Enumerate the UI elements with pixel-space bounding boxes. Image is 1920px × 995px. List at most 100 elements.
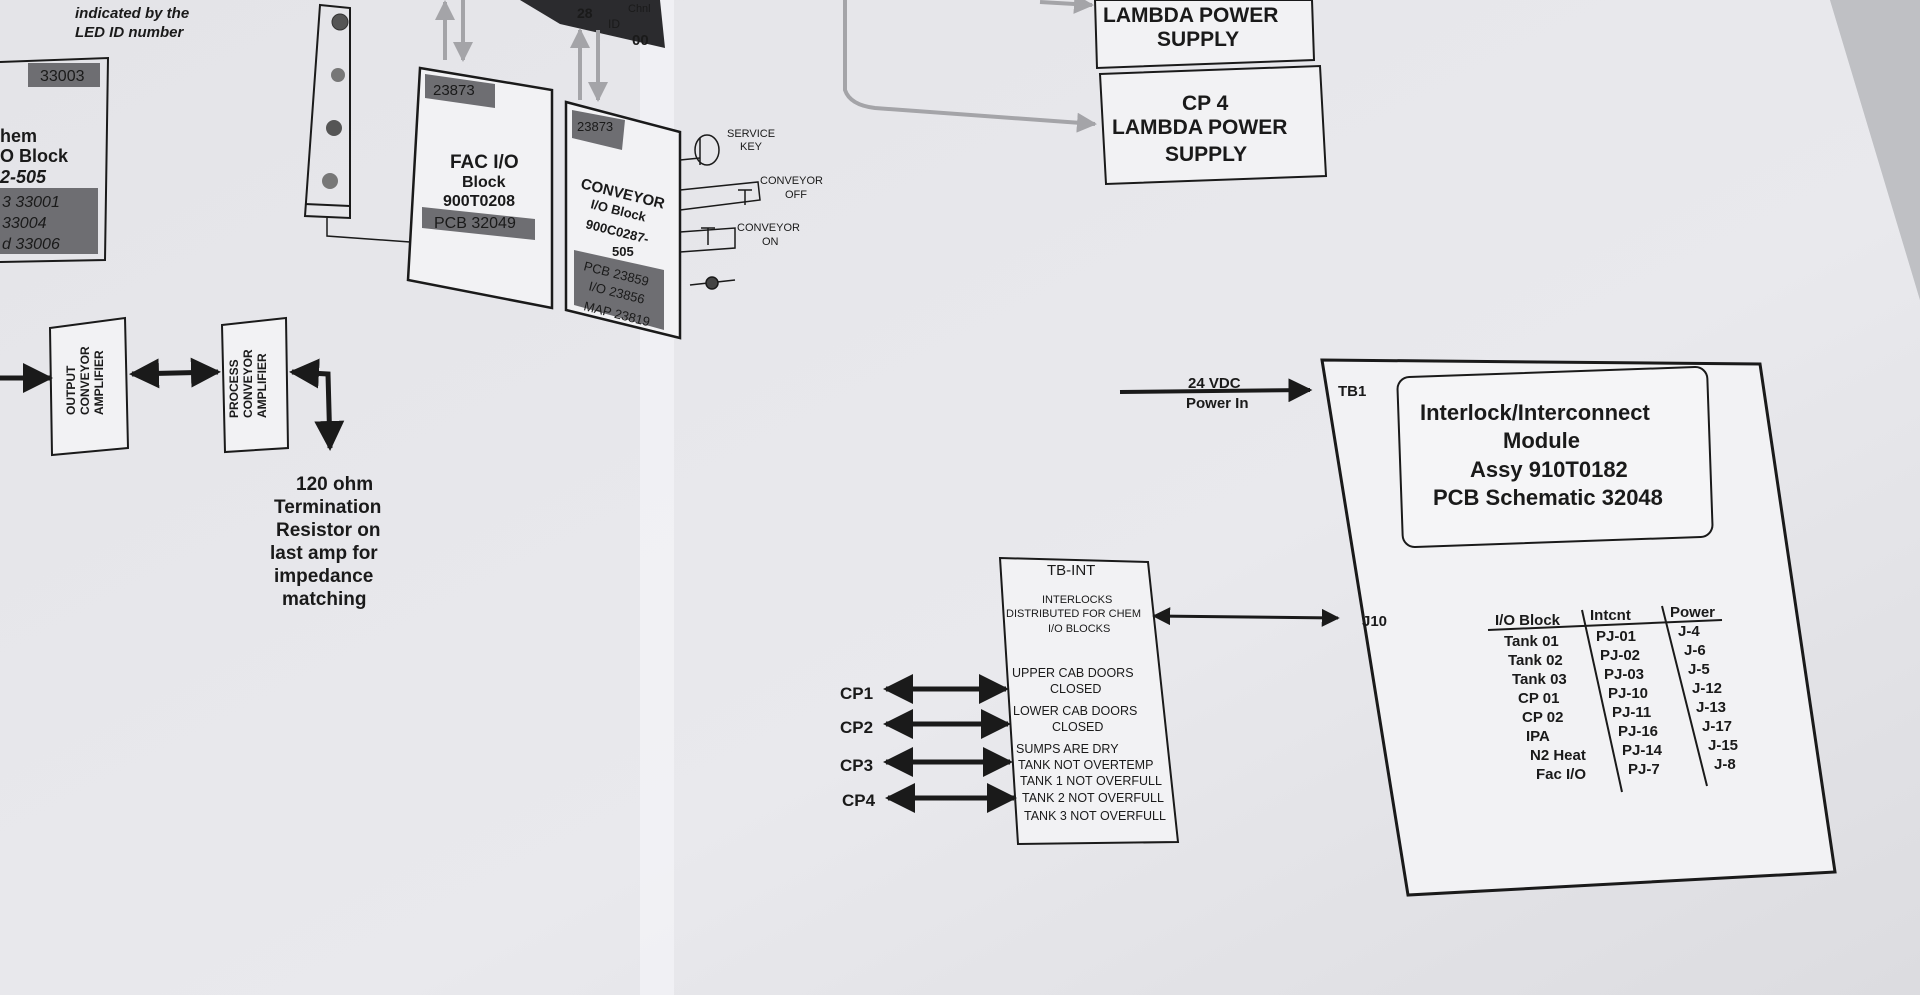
svg-text:Tank 02: Tank 02 — [1508, 652, 1563, 669]
svg-text:900T0208: 900T0208 — [443, 193, 515, 210]
svg-text:PJ-01: PJ-01 — [1596, 628, 1636, 645]
svg-text:Termination: Termination — [274, 497, 381, 518]
svg-text:impedance: impedance — [274, 566, 373, 587]
table-background — [1830, 0, 1920, 300]
svg-text:last amp for: last amp for — [270, 543, 378, 564]
table-header: Intcnt — [1590, 607, 1631, 624]
svg-text:SUMPS ARE DRY: SUMPS ARE DRY — [1016, 742, 1119, 756]
svg-text:CP 01: CP 01 — [1518, 690, 1559, 707]
fac-io-tag: 23873 — [433, 82, 475, 99]
svg-text:hem: hem — [0, 126, 37, 146]
svg-text:PJ-10: PJ-10 — [1608, 685, 1648, 702]
j10-label: J10 — [1362, 613, 1387, 630]
svg-text:Power In: Power In — [1186, 395, 1249, 412]
tb1-label: TB1 — [1338, 383, 1366, 400]
cp-connections: CP1 CP2 CP3 CP4 — [840, 674, 1017, 813]
svg-text:PJ-16: PJ-16 — [1618, 723, 1658, 740]
tb-int-signals: UPPER CAB DOORS CLOSED LOWER CAB DOORS C… — [1012, 666, 1166, 823]
power-in: 24 VDC Power In — [1119, 375, 1313, 412]
svg-text:TANK NOT OVERTEMP: TANK NOT OVERTEMP — [1018, 758, 1153, 772]
table-header: I/O Block — [1495, 612, 1561, 629]
svg-text:Resistor on: Resistor on — [276, 520, 381, 541]
svg-text:LAMBDA POWER: LAMBDA POWER — [1103, 4, 1278, 27]
svg-text:SUPPLY: SUPPLY — [1165, 143, 1247, 166]
svg-text:Module: Module — [1503, 428, 1580, 453]
svg-text:PJ-03: PJ-03 — [1604, 666, 1644, 683]
svg-text:23873: 23873 — [577, 119, 613, 134]
tb-int-header: INTERLOCKS DISTRIBUTED FOR CHEM I/O BLOC… — [1006, 594, 1141, 635]
cp3-label: CP3 — [840, 756, 873, 775]
svg-text:00: 00 — [632, 32, 649, 49]
svg-text:AMPLIFIER: AMPLIFIER — [255, 353, 269, 418]
svg-text:Interlock/Interconnect: Interlock/Interconnect — [1420, 400, 1651, 425]
svg-text:PROCESS: PROCESS — [227, 359, 241, 418]
svg-text:d 33006: d 33006 — [2, 236, 60, 253]
svg-text:matching: matching — [282, 589, 366, 610]
svg-text:SERVICE: SERVICE — [727, 128, 775, 140]
svg-text:TANK 3 NOT OVERFULL: TANK 3 NOT OVERFULL — [1024, 809, 1166, 823]
svg-text:3 33001: 3 33001 — [2, 194, 60, 211]
svg-text:2-505: 2-505 — [0, 167, 47, 187]
switch-labels: SERVICE KEY CONVEYOR OFF CONVEYOR ON — [727, 128, 823, 248]
amplifier-arrows — [0, 357, 345, 451]
tb-int-title: TB-INT — [1047, 562, 1095, 579]
svg-text:I/O BLOCKS: I/O BLOCKS — [1048, 623, 1110, 635]
svg-text:Assy 910T0182: Assy 910T0182 — [1470, 457, 1628, 482]
svg-text:O Block: O Block — [0, 146, 69, 166]
svg-text:PJ-7: PJ-7 — [1628, 761, 1660, 778]
svg-text:120 ohm: 120 ohm — [296, 474, 373, 495]
svg-text:OUTPUT: OUTPUT — [64, 365, 78, 415]
svg-text:indicated by the: indicated by the — [75, 5, 189, 22]
svg-text:AMPLIFIER: AMPLIFIER — [92, 350, 106, 415]
svg-text:PCB Schematic 32048: PCB Schematic 32048 — [1433, 485, 1663, 510]
svg-text:J-15: J-15 — [1708, 737, 1738, 754]
svg-text:CP 4: CP 4 — [1182, 92, 1229, 115]
table-row: CP 01 PJ-10 J-12 — [1518, 680, 1722, 707]
led-indicator-strip — [303, 3, 411, 243]
svg-text:FAC I/O: FAC I/O — [450, 152, 519, 173]
gray-bus-arrows — [435, 0, 1097, 133]
svg-text:ON: ON — [762, 236, 779, 248]
termination-note: 120 ohm Termination Resistor on last amp… — [270, 474, 381, 610]
cp2-label: CP2 — [840, 718, 873, 737]
switch-symbols — [679, 134, 761, 290]
svg-text:CONVEYOR: CONVEYOR — [78, 346, 92, 415]
svg-text:LAMBDA POWER: LAMBDA POWER — [1112, 116, 1287, 139]
svg-text:J-13: J-13 — [1696, 699, 1726, 716]
svg-text:CONVEYOR: CONVEYOR — [760, 175, 823, 187]
table-row: N2 Heat PJ-14 J-15 — [1530, 737, 1738, 764]
svg-text:SUPPLY: SUPPLY — [1157, 28, 1239, 51]
conveyor-io-block: 23873 CONVEYOR I/O Block 900C0287- 505 P… — [564, 100, 682, 340]
svg-text:J-4: J-4 — [1678, 623, 1700, 640]
svg-text:PJ-14: PJ-14 — [1622, 742, 1663, 759]
svg-text:IPA: IPA — [1526, 728, 1550, 745]
svg-text:J-5: J-5 — [1688, 661, 1710, 678]
svg-text:Fac I/O: Fac I/O — [1536, 766, 1586, 783]
svg-text:CLOSED: CLOSED — [1050, 682, 1101, 696]
svg-text:PCB 32049: PCB 32049 — [434, 215, 516, 232]
svg-text:LED ID number: LED ID number — [75, 24, 185, 41]
svg-text:KEY: KEY — [740, 141, 763, 153]
svg-text:J-12: J-12 — [1692, 680, 1722, 697]
table-header: Power — [1670, 604, 1715, 621]
svg-text:33004: 33004 — [2, 215, 47, 232]
svg-text:CP 02: CP 02 — [1522, 709, 1563, 726]
svg-text:ID: ID — [608, 17, 620, 31]
left-block-id-tag: 33003 — [40, 68, 85, 85]
svg-text:Tank 03: Tank 03 — [1512, 671, 1567, 688]
svg-text:PJ-02: PJ-02 — [1600, 647, 1640, 664]
lambda-power-supply-top: LAMBDA POWER SUPPLY — [1093, 0, 1316, 70]
svg-text:TANK 2 NOT OVERFULL: TANK 2 NOT OVERFULL — [1022, 791, 1164, 805]
svg-text:24 VDC: 24 VDC — [1188, 375, 1241, 392]
svg-text:DISTRIBUTED FOR CHEM: DISTRIBUTED FOR CHEM — [1006, 608, 1141, 620]
svg-text:505: 505 — [612, 244, 634, 259]
top-left-note: indicated by the LED ID number — [75, 5, 189, 41]
svg-text:PJ-11: PJ-11 — [1612, 704, 1651, 721]
svg-text:N2 Heat: N2 Heat — [1530, 747, 1586, 764]
module-title: Interlock/Interconnect Module Assy 910T0… — [1420, 400, 1663, 510]
svg-text:INTERLOCKS: INTERLOCKS — [1042, 594, 1112, 606]
